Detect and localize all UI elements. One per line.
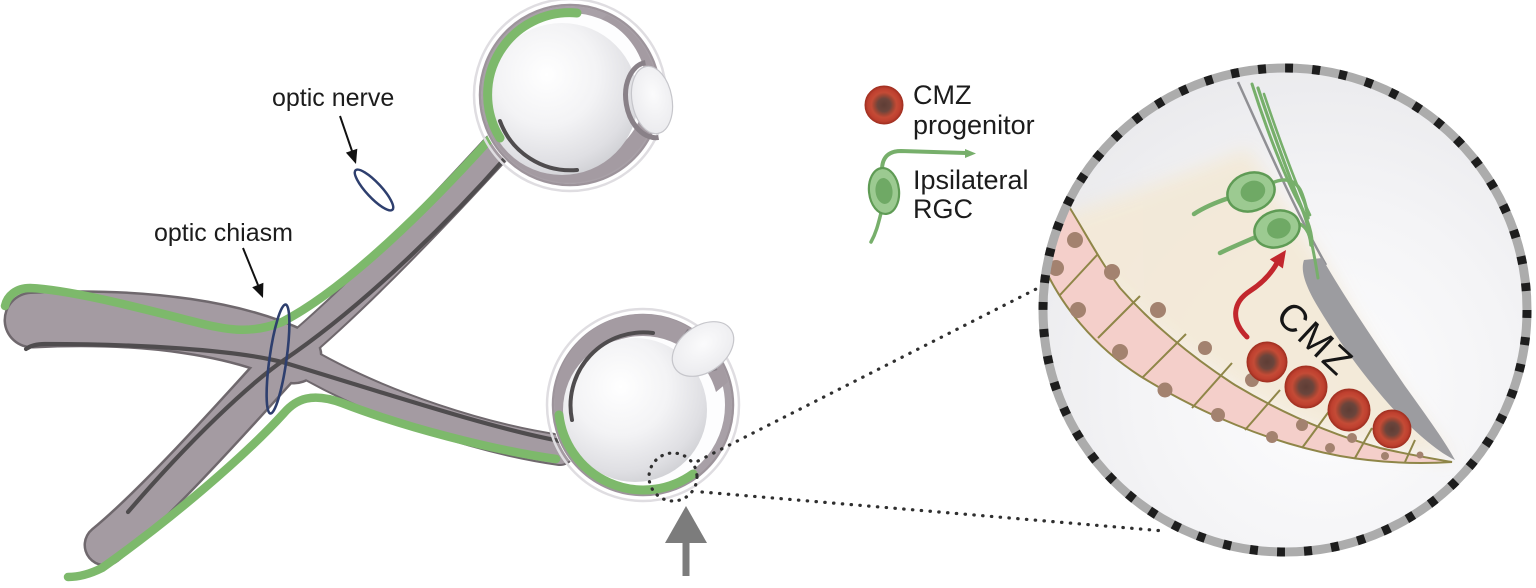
- cmz-location-pointer: [665, 506, 707, 576]
- rgc-icon-nucleus: [875, 178, 893, 204]
- upper-eye-lens-group: [623, 60, 674, 141]
- optic-chiasm-arrow-line: [242, 247, 259, 286]
- ipsilateral-rgc-label-line1: Ipsilateral: [913, 165, 1029, 195]
- cmz-inset: CMZ: [1038, 63, 1532, 557]
- optic-nerve-arrow-head: [345, 148, 358, 164]
- ipsilateral-rgc-neurons: [1191, 82, 1320, 280]
- differentiation-arrow: [1233, 250, 1286, 340]
- cmz-progenitor-cell: [1284, 365, 1328, 409]
- cmz-progenitor-cell: [1372, 409, 1412, 449]
- legend: CMZ progenitor Ipsilateral RGC: [864, 80, 1035, 244]
- ciliary-epithelium-band: [1047, 202, 1453, 464]
- contralateral-fiber-stripes: [23, 154, 563, 515]
- green-axon-stripe-from-upper-eye: [0, 135, 494, 334]
- optic-nerve-cross-section-ellipse: [353, 168, 395, 212]
- ipsilateral-axon-stripes: [0, 135, 561, 582]
- upper-eye-lens: [630, 65, 674, 135]
- green-axon-stripe-from-lower-eye: [63, 393, 561, 582]
- optic-pathways: [0, 132, 576, 582]
- lower-eye-halo: [545, 307, 741, 503]
- rgc-icon-axon: [880, 148, 968, 172]
- magnified-region-dotted-circle: [647, 451, 699, 503]
- cmz-progenitor-cell: [1246, 341, 1288, 383]
- rgc-dendrite-upper: [1191, 195, 1232, 217]
- rgc-dendrite-lower: [1217, 234, 1259, 256]
- optic-tract-lower-left: [86, 333, 311, 564]
- rgc-nucleus-upper: [1240, 180, 1266, 203]
- lower-eye-lens: [671, 321, 735, 377]
- upper-eye-rgc-axon-green-arc: [483, 8, 582, 143]
- dark-fiber-lower-eye-path: [23, 341, 563, 444]
- optic-chiasm-label: optic chiasm: [154, 219, 293, 247]
- cmz-progenitor-icon: [864, 85, 904, 125]
- upper-eye: [472, 0, 674, 193]
- optic-chiasm-arrow-head: [252, 282, 264, 298]
- retina-interior-cream-region: [1062, 148, 1452, 458]
- cmz-progenitor-label-line2: progenitor: [913, 110, 1035, 140]
- lower-eye-fiber-layer-dark-arc: [568, 330, 655, 422]
- epithelium-nuclei: [1048, 232, 1424, 460]
- epithelium-cell-borders: [1059, 253, 1416, 463]
- cmz-progenitor-cells: [1246, 341, 1412, 449]
- upper-eye-vitreous: [486, 23, 638, 175]
- rgc-axon-bundle: [1191, 82, 1320, 280]
- dark-fiber-upper-eye-path: [125, 154, 509, 515]
- lower-eye-vitreous: [563, 338, 707, 482]
- lower-eye: [545, 307, 741, 503]
- magnification-dotted-line-upper: [696, 282, 1048, 463]
- magnification-connectors: [647, 282, 1166, 576]
- gray-arrow-head: [665, 506, 707, 543]
- upper-eye-fiber-layer-dark-arc: [498, 119, 579, 173]
- rgc-nucleus-lower: [1267, 218, 1291, 239]
- retina-margin-gray-band: [1302, 258, 1455, 460]
- rgc-icon-dendrite: [869, 211, 883, 244]
- ipsilateral-rgc-label-line2: RGC: [913, 194, 973, 224]
- inset-dashed-border: [1038, 63, 1532, 557]
- optic-nerve-annotation: optic nerve: [272, 84, 394, 164]
- optic-chiasm-cross-section-ellipse: [265, 303, 291, 415]
- inset-content: CMZ: [1047, 81, 1455, 464]
- ipsilateral-rgc-icon: [867, 148, 976, 244]
- cmz-progenitor-label-line1: CMZ: [913, 80, 971, 110]
- optic-nerve-from-upper-eye: [278, 134, 511, 366]
- upper-eye-lens-cup: [623, 60, 660, 141]
- cmz-progenitor-cell: [1327, 388, 1371, 432]
- optic-nerve-arrow-line: [339, 115, 353, 152]
- magnification-dotted-line-lower: [700, 490, 1166, 533]
- red-arrow-head: [1269, 250, 1286, 269]
- optic-chiasm-annotation: optic chiasm: [154, 219, 293, 298]
- lower-eye-rgc-axon-green-arc: [554, 410, 698, 495]
- rgc-axon-upper: [1268, 178, 1310, 220]
- red-arrow-curve: [1233, 260, 1280, 340]
- inner-limiting-membrane-line: [1236, 81, 1328, 266]
- lower-eye-lens-group: [671, 321, 735, 377]
- optic-nerve-label: optic nerve: [272, 84, 394, 112]
- rgc-icon-axon-tip: [965, 149, 976, 158]
